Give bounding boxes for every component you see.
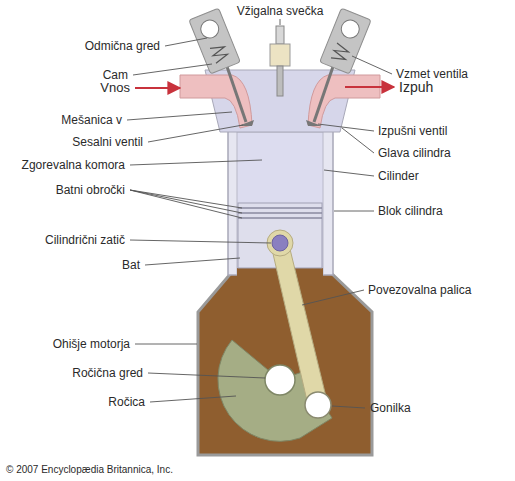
part-label: Ročica — [108, 395, 145, 409]
part-label: Ročična gred — [72, 366, 143, 380]
part-label: Izpušni ventil — [378, 124, 447, 138]
piston-ring — [238, 207, 322, 209]
part-label: Gonilka — [370, 401, 411, 415]
part-label: Sesalni ventil — [72, 135, 143, 149]
piston-ring — [238, 212, 322, 214]
part-label: Izpuh — [399, 80, 433, 94]
exhaust-arrow — [345, 86, 394, 88]
part-label: Odmična gred — [85, 39, 160, 53]
part-label: Batni obročki — [56, 183, 125, 197]
intake-arrow — [135, 87, 180, 89]
cylinder-block — [228, 128, 333, 275]
camshaft-left — [189, 8, 240, 74]
leader-lines — [127, 19, 392, 408]
exhaust-port — [308, 75, 380, 128]
part-label: Povezovalna palica — [368, 283, 471, 297]
intake-port — [180, 75, 252, 128]
cylinder — [237, 132, 323, 274]
crankpin — [305, 392, 331, 418]
part-label: Vzmet ventila — [396, 67, 468, 81]
part-label: Cam — [103, 68, 128, 82]
part-label: Ohišje motorja — [53, 337, 130, 351]
part-label: Cilindrični zatič — [45, 233, 125, 247]
part-label: Cilinder — [378, 169, 419, 183]
piston-ring — [238, 217, 322, 219]
part-label: Glava cilindra — [378, 146, 451, 160]
part-label: Vžigalna svečka — [237, 4, 324, 18]
spark-plug — [270, 26, 290, 96]
part-label: Bat — [122, 258, 140, 272]
part-label: Zgorevalna komora — [22, 158, 125, 172]
part-label: Blok cilindra — [378, 204, 443, 218]
main-journal — [265, 365, 295, 395]
part-label: Mešanica v — [61, 113, 122, 127]
copyright-note: © 2007 Encyclopædia Britannica, Inc. — [6, 463, 173, 477]
camshaft-right — [320, 8, 371, 74]
part-label: Vnos — [100, 81, 130, 95]
wrist-pin — [272, 235, 288, 251]
exhaust-valve-head — [306, 120, 322, 126]
